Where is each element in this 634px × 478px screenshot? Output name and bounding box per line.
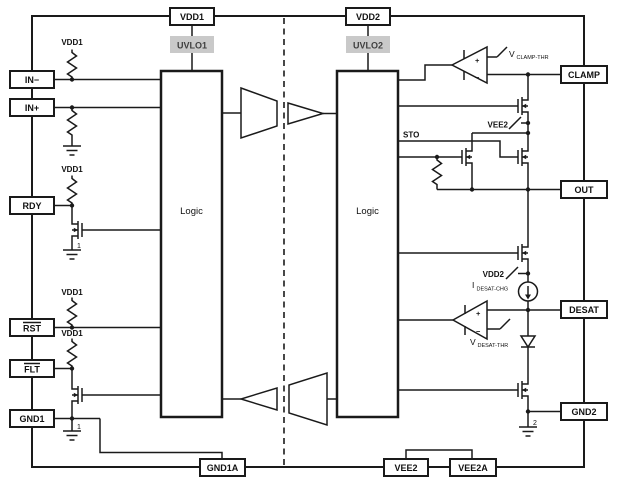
iso-receiver-forward — [287, 101, 326, 126]
pin-vdd1: VDD1 — [169, 7, 215, 26]
pin-gnd1-label: GND1 — [19, 414, 44, 424]
pin-vdd2-label: VDD2 — [356, 12, 380, 22]
ref-idesat-sub: DESAT-CHG — [477, 287, 509, 293]
pin-gnd1a: GND1A — [199, 458, 246, 477]
resistor-rdy-pullup — [66, 174, 78, 207]
net-sto: STO — [403, 131, 419, 140]
pin-out: OUT — [560, 180, 608, 199]
logic-block-secondary: Logic — [335, 69, 400, 419]
logic-block-primary: Logic — [159, 69, 224, 419]
ref-vdesat-thr: V DESAT-THR — [470, 337, 508, 349]
ground-ref-gnd2: 2 — [533, 420, 537, 427]
comparator-desat: + − — [451, 299, 488, 341]
desat-comparator-minus: − — [476, 327, 481, 336]
nmos-clamp — [512, 92, 529, 120]
nmos-desat-discharge — [512, 376, 529, 404]
pin-rdy: RDY — [9, 196, 55, 215]
pin-gnd1: GND1 — [9, 409, 55, 428]
pin-vee2a-label: VEE2A — [458, 463, 488, 473]
nmos-out-pulldown — [512, 143, 529, 171]
net-vdd1-rst: VDD1 — [61, 288, 83, 297]
nmos-rdy-pulldown — [71, 216, 88, 244]
pin-clamp-label: CLAMP — [568, 70, 600, 80]
pin-flt: FLT — [9, 359, 55, 378]
pin-vee2a: VEE2A — [449, 458, 497, 477]
junction-dots — [69, 72, 531, 421]
pin-out-label: OUT — [575, 185, 595, 195]
resistor-flt-pullup — [66, 337, 78, 370]
ref-vdesat-sub: DESAT-THR — [478, 343, 509, 349]
ref-idesat-sym: I — [472, 280, 474, 290]
uvlo2-label: UVLO2 — [353, 41, 383, 51]
nmos-soft-turnoff — [456, 143, 473, 171]
pin-rdy-label: RDY — [22, 201, 41, 211]
desat-comparator-plus: + — [476, 309, 481, 318]
logic-primary-label: Logic — [180, 206, 203, 217]
ground-rdy — [62, 249, 82, 260]
ref-vclamp-sym: V — [509, 49, 515, 59]
pin-desat-label: DESAT — [569, 305, 599, 315]
pin-desat: DESAT — [560, 300, 608, 319]
ref-idesat-chg: I DESAT-CHG — [472, 280, 508, 293]
wires — [54, 24, 561, 459]
pin-in-minus-label: IN− — [25, 75, 39, 85]
pin-rst-label: RST — [23, 324, 42, 334]
net-vdd2: VDD2 — [483, 270, 505, 279]
pin-vee2-label: VEE2 — [394, 463, 417, 473]
uvlo2-block: UVLO2 — [346, 36, 390, 53]
ic-outline — [31, 15, 585, 468]
resistor-in-minus-pullup — [66, 48, 78, 81]
resistor-rst-pullup — [66, 296, 78, 329]
clamp-comparator-plus: + — [475, 56, 480, 65]
clamp-comparator-minus: − — [475, 73, 480, 82]
comparator-clamp: + − — [450, 45, 488, 85]
current-source-desat-charge — [517, 281, 539, 302]
pin-in-plus: IN+ — [9, 98, 55, 117]
ground-ref-rdy: 1 — [77, 243, 81, 250]
pin-rst: RST — [9, 318, 55, 337]
net-vdd1-rdy: VDD1 — [61, 165, 83, 174]
iso-driver-forward — [240, 86, 278, 140]
ref-vclamp-sub: CLAMP-THR — [517, 55, 549, 61]
pin-gnd1a-label: GND1A — [207, 463, 239, 473]
ground-gnd1 — [62, 430, 82, 441]
ground-ref-gnd1: 1 — [77, 424, 81, 431]
ground-gnd2 — [518, 426, 538, 437]
ref-vdesat-sym: V — [470, 337, 476, 347]
ref-vclamp-thr: V CLAMP-THR — [509, 49, 549, 61]
uvlo1-label: UVLO1 — [177, 41, 207, 51]
net-vee2: VEE2 — [488, 121, 509, 130]
iso-driver-reverse — [288, 371, 328, 427]
net-vdd1-flt: VDD1 — [61, 329, 83, 338]
resistor-in-plus-pulldown — [66, 106, 78, 139]
ground-in-plus — [62, 145, 82, 156]
pin-gnd2: GND2 — [560, 402, 608, 421]
pin-in-plus-label: IN+ — [25, 103, 39, 113]
nmos-flt-pulldown — [71, 381, 88, 409]
pin-vdd2: VDD2 — [345, 7, 391, 26]
pin-gnd2-label: GND2 — [571, 407, 596, 417]
diode-desat — [519, 335, 537, 349]
uvlo1-block: UVLO1 — [170, 36, 214, 53]
pin-in-minus: IN− — [9, 70, 55, 89]
net-vdd1-in-minus: VDD1 — [61, 38, 83, 47]
resistor-soft-turnoff — [431, 156, 443, 188]
logic-secondary-label: Logic — [356, 206, 379, 217]
pin-flt-label: FLT — [24, 365, 40, 375]
pin-vee2: VEE2 — [383, 458, 429, 477]
pin-clamp: CLAMP — [560, 65, 608, 84]
pin-vdd1-label: VDD1 — [180, 12, 204, 22]
iso-receiver-reverse — [238, 386, 278, 412]
nmos-out-pull — [512, 239, 529, 267]
